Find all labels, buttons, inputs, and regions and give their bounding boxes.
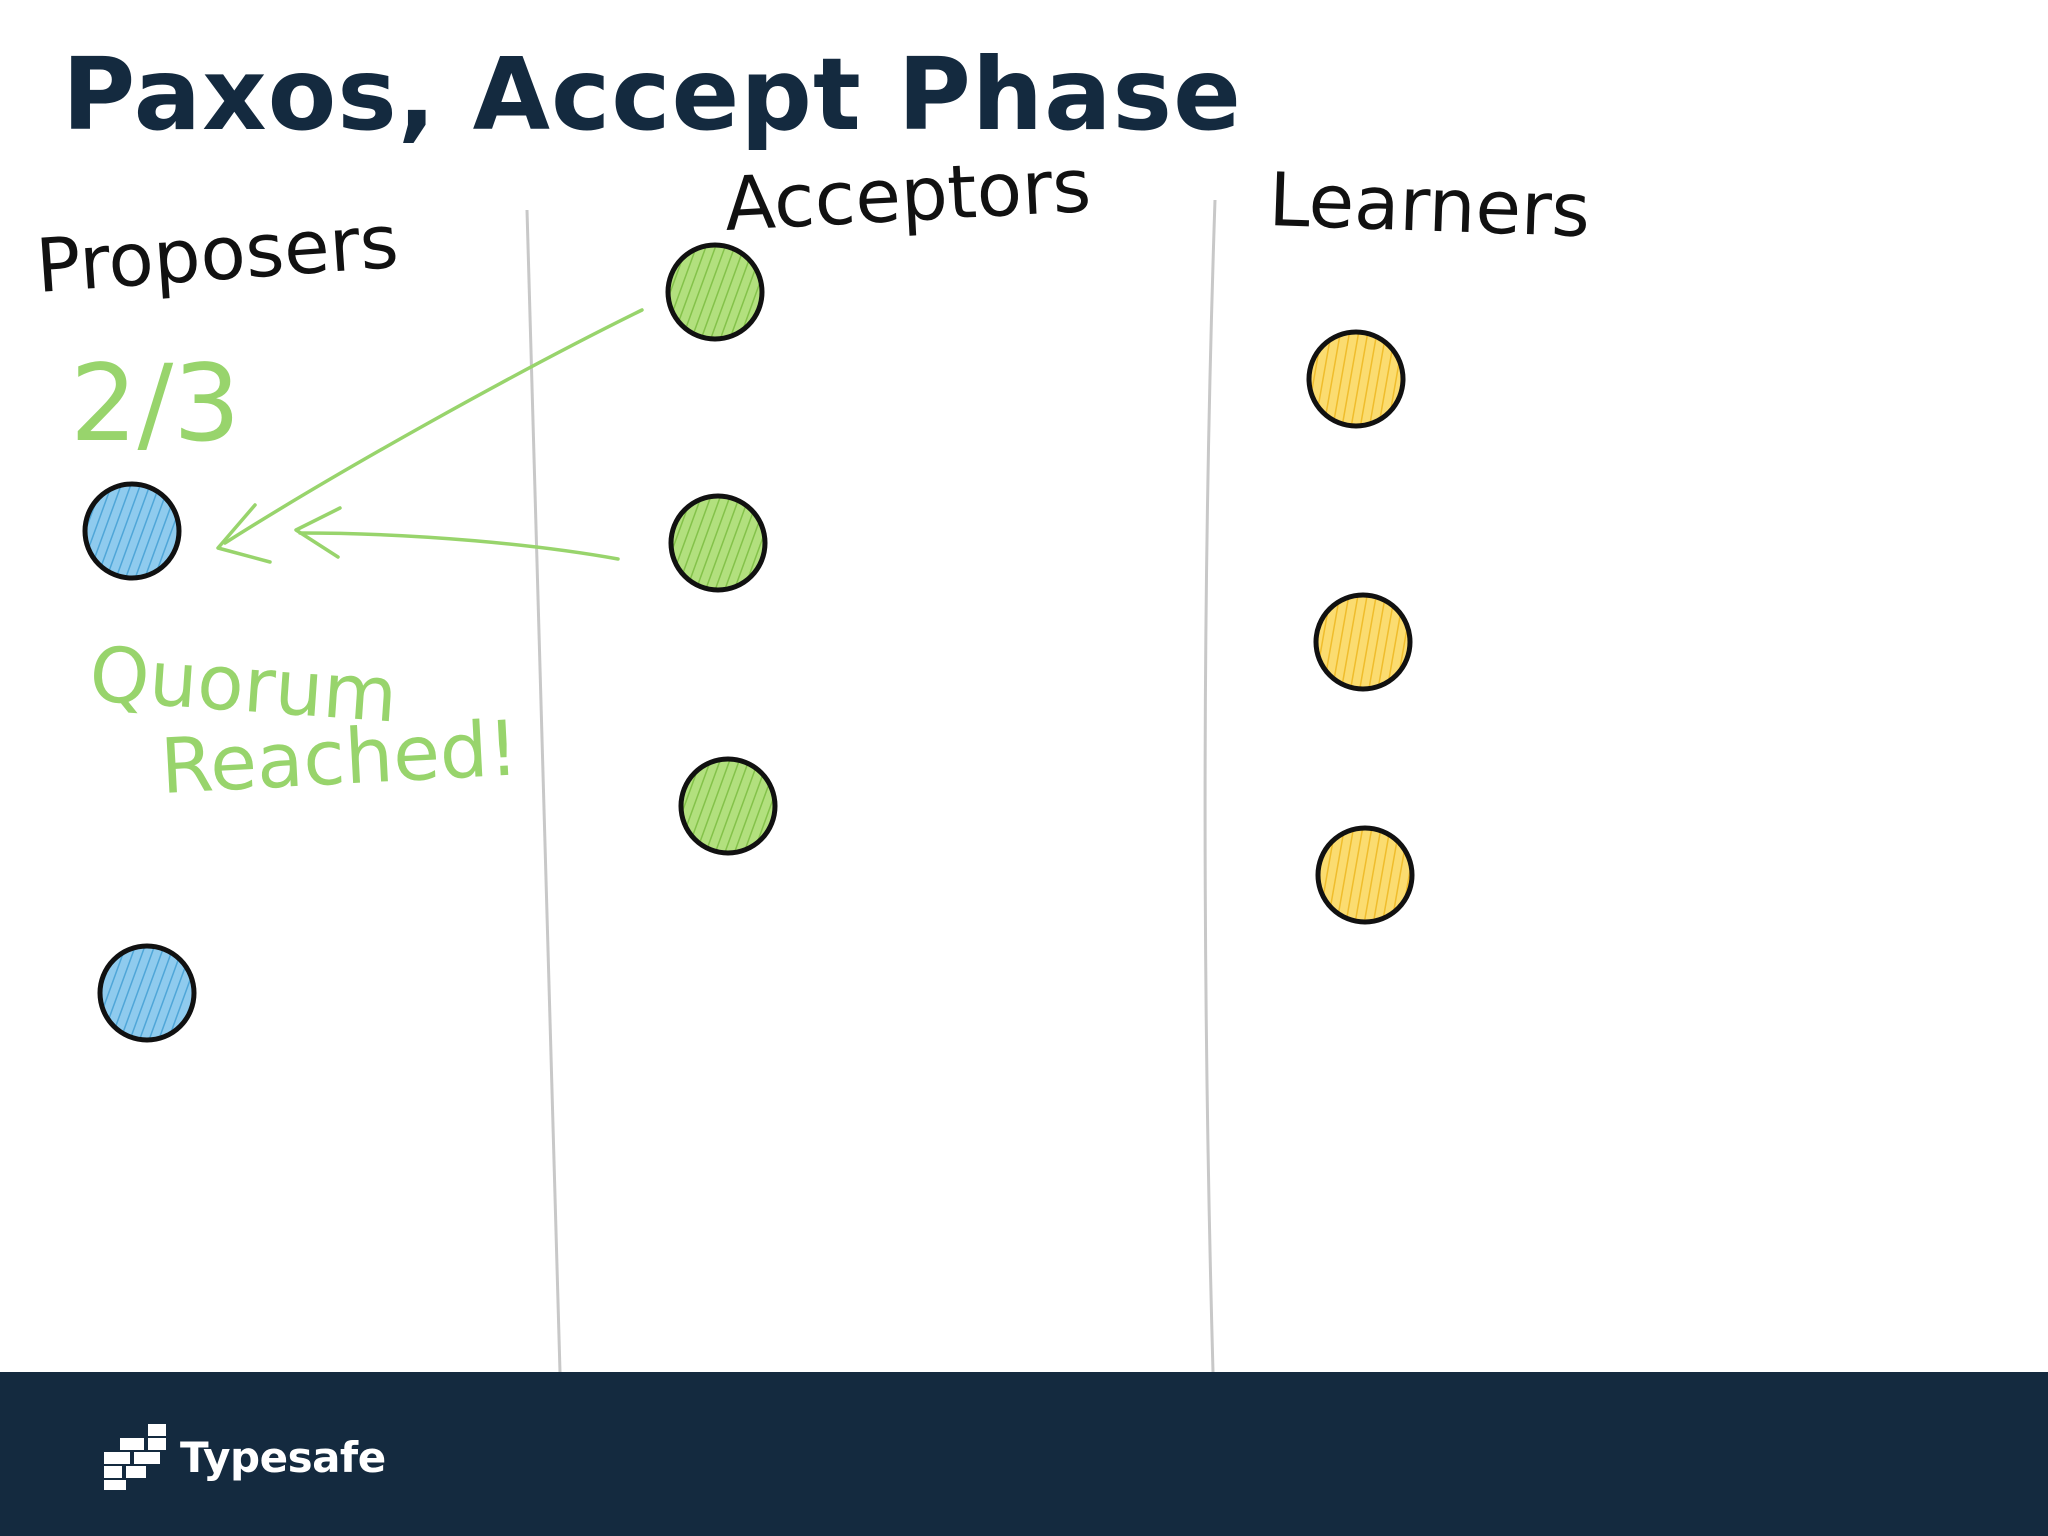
learners-heading: Learners bbox=[1267, 157, 1591, 254]
quorum-label-line1: Quorum bbox=[87, 629, 400, 739]
learner-node bbox=[1315, 825, 1415, 925]
brand: Typesafe bbox=[100, 1412, 386, 1502]
quorum-count: 2/3 bbox=[70, 342, 241, 465]
acceptor-node bbox=[668, 493, 768, 593]
acceptors-heading: Acceptors bbox=[722, 143, 1092, 248]
typesafe-logo-icon bbox=[104, 1424, 166, 1490]
footer-bar: Typesafe bbox=[0, 1372, 2048, 1536]
response-arrow bbox=[298, 531, 620, 561]
learner-node bbox=[1313, 592, 1413, 692]
proposer-node bbox=[82, 481, 182, 581]
quorum-label-line2: Reached! bbox=[158, 703, 520, 811]
divider-line bbox=[525, 209, 562, 1372]
response-arrow-head bbox=[216, 503, 272, 564]
acceptor-node bbox=[678, 756, 778, 856]
paxos-diagram: Proposers Acceptors Learners 2/3 Quorum … bbox=[33, 143, 1592, 1372]
slide-title: Paxos, Accept Phase bbox=[62, 36, 1242, 153]
response-arrow bbox=[223, 308, 644, 545]
proposer-node bbox=[97, 943, 197, 1043]
response-arrow-head bbox=[294, 506, 342, 559]
brand-name: Typesafe bbox=[180, 1432, 386, 1482]
acceptor-node bbox=[665, 242, 765, 342]
learner-node bbox=[1306, 329, 1406, 429]
proposers-heading: Proposers bbox=[33, 199, 401, 310]
divider-line bbox=[1203, 199, 1217, 1372]
